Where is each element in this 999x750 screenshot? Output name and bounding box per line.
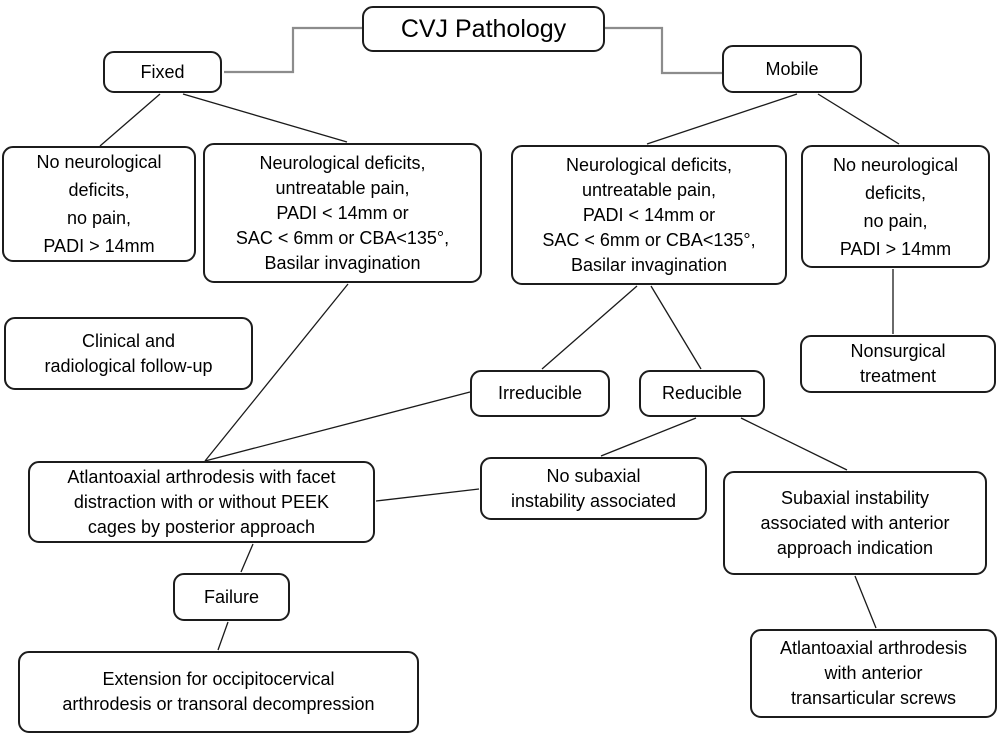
node-no-neuro-deficits-mobile: No neurological deficits, no pain, PADI …: [801, 145, 990, 268]
edge-atl-post-failure: [240, 543, 254, 573]
node-atlantoaxial-posterior-approach: Atlantoaxial arthrodesis with facet dist…: [28, 461, 375, 543]
edge-mobile-no-neuro: [817, 93, 900, 145]
edge-title-fixed: [224, 26, 362, 74]
edge-reducible-no-subaxial: [600, 417, 697, 457]
node-irreducible: Irreducible: [470, 370, 610, 417]
edge-irreducible-atl-post: [204, 391, 471, 462]
edge-failure-extension: [217, 621, 229, 651]
edge-subaxial-atl-ant: [854, 575, 877, 629]
node-failure: Failure: [173, 573, 290, 621]
edge-mobile-neuro: [646, 93, 798, 145]
edge-neuro-mobile-irreducible: [541, 285, 638, 370]
node-subaxial-instability: Subaxial instability associated with ant…: [723, 471, 987, 575]
node-fixed: Fixed: [103, 51, 222, 93]
node-atlantoaxial-anterior-screws: Atlantoaxial arthrodesis with anterior t…: [750, 629, 997, 718]
edge-neuro-fixed-atl-post: [204, 283, 349, 462]
node-no-neuro-deficits-fixed: No neurological deficits, no pain, PADI …: [2, 146, 196, 262]
node-extension-occipitocervical: Extension for occipitocervical arthrodes…: [18, 651, 419, 733]
node-nonsurgical-treatment: Nonsurgical treatment: [800, 335, 996, 393]
edge-reducible-subaxial: [740, 417, 848, 471]
node-cvj-pathology-title: CVJ Pathology: [362, 6, 605, 52]
edge-neuro-mobile-reducible: [650, 285, 702, 370]
edge-title-mobile: [605, 26, 722, 75]
edge-fixed-neuro: [182, 93, 348, 143]
node-neuro-deficits-mobile: Neurological deficits, untreatable pain,…: [511, 145, 787, 285]
edge-no-subaxial-atl-post: [375, 488, 480, 502]
node-neuro-deficits-fixed: Neurological deficits, untreatable pain,…: [203, 143, 482, 283]
node-clinical-followup: Clinical and radiological follow-up: [4, 317, 253, 390]
node-mobile: Mobile: [722, 45, 862, 93]
node-reducible: Reducible: [639, 370, 765, 417]
edge-fixed-no-neuro: [99, 93, 161, 147]
node-no-subaxial-instability: No subaxial instability associated: [480, 457, 707, 520]
